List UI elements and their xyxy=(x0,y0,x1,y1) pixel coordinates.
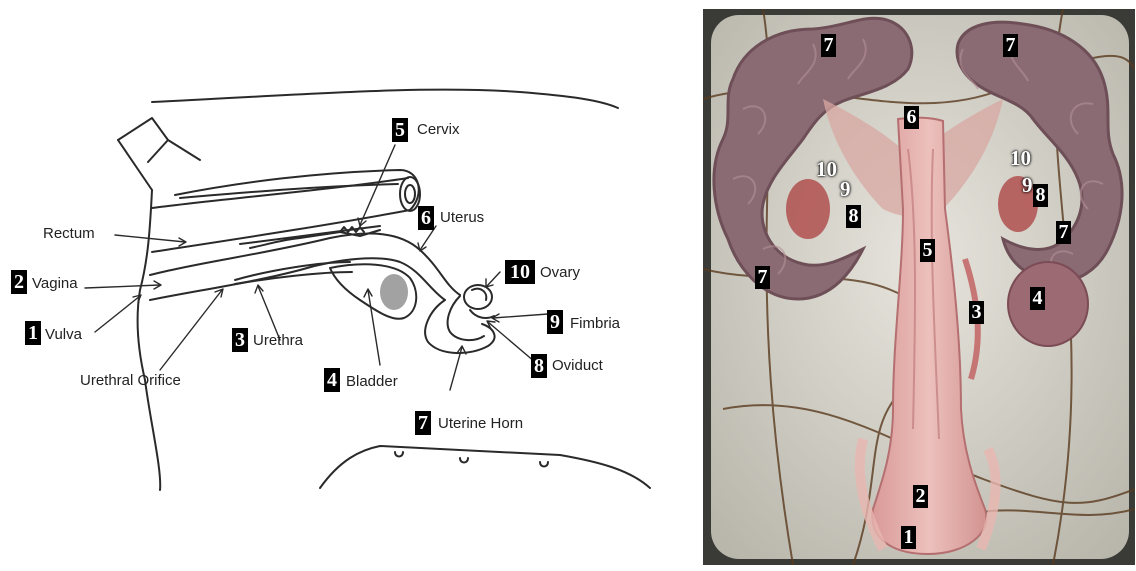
label-number-6: 6 xyxy=(418,206,434,230)
label-bladder: Bladder xyxy=(346,373,398,391)
photo-number-8-right: 8 xyxy=(1033,184,1048,207)
bladder-shape xyxy=(1008,262,1088,346)
photo-number-2: 2 xyxy=(913,485,928,508)
photo-number-10-left: 10 xyxy=(816,158,837,180)
photo-number-4: 4 xyxy=(1030,287,1045,310)
photo-number-10-right: 10 xyxy=(1010,147,1031,169)
label-number-7: 7 xyxy=(415,411,431,435)
photo-number-9-right: 9 xyxy=(1022,174,1033,196)
label-number-10: 10 xyxy=(505,260,535,284)
specimen-photo: 7 7 6 10 10 9 8 9 8 7 5 7 4 3 2 1 xyxy=(703,9,1135,565)
body-outline-top xyxy=(152,90,618,108)
label-vulva: Vulva xyxy=(45,326,82,344)
label-fimbria: Fimbria xyxy=(570,315,620,333)
label-number-1: 1 xyxy=(25,321,41,345)
label-ovary: Ovary xyxy=(540,264,580,282)
photo-number-1: 1 xyxy=(901,526,916,549)
left-ovary-shape xyxy=(786,179,830,239)
label-cervix: Cervix xyxy=(417,121,460,139)
photo-number-7-top-right: 7 xyxy=(1003,34,1018,57)
label-number-3: 3 xyxy=(232,328,248,352)
photo-number-8-left: 8 xyxy=(846,205,861,228)
body-outline-rear xyxy=(138,190,161,490)
label-number-9: 9 xyxy=(547,310,563,334)
photo-number-7-right: 7 xyxy=(1056,221,1071,244)
photo-number-3: 3 xyxy=(969,301,984,324)
label-uterine-horn: Uterine Horn xyxy=(438,415,523,433)
label-uterus: Uterus xyxy=(440,209,484,227)
photo-number-9-left: 9 xyxy=(840,178,851,200)
label-rectum: Rectum xyxy=(43,225,95,243)
label-number-4: 4 xyxy=(324,368,340,392)
photo-number-5: 5 xyxy=(920,239,935,262)
label-number-2: 2 xyxy=(11,270,27,294)
label-number-5: 5 xyxy=(392,118,408,142)
label-urethra: Urethra xyxy=(253,332,303,350)
leader-arrows xyxy=(85,145,548,390)
photo-number-7-left: 7 xyxy=(755,266,770,289)
diagram-drawing xyxy=(0,0,700,566)
floor-outline xyxy=(320,446,650,488)
reproductive-tract-diagram: 5 Cervix Rectum 6 Uterus 2 Vagina 10 Ova… xyxy=(0,0,700,566)
tail-outline xyxy=(118,118,200,162)
label-urethral-orifice: Urethral Orifice xyxy=(80,372,181,390)
urethra-outline xyxy=(235,262,352,284)
label-number-8: 8 xyxy=(531,354,547,378)
photo-number-6: 6 xyxy=(904,106,919,129)
photo-number-7-top-left: 7 xyxy=(821,34,836,57)
label-vagina: Vagina xyxy=(32,275,78,293)
label-oviduct: Oviduct xyxy=(552,357,603,375)
